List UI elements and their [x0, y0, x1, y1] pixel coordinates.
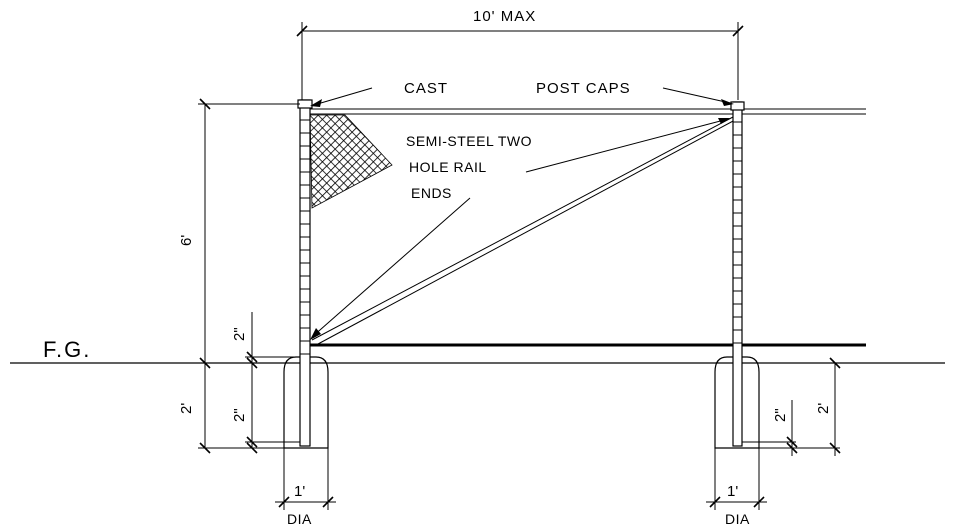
ends-arrowhead [310, 328, 321, 340]
cast-label: CAST [404, 80, 448, 97]
left-depth-dimension [198, 363, 284, 454]
callout-leaders [311, 87, 731, 338]
rail-label-line2: HOLE RAIL [409, 159, 487, 175]
left-dia-dimension [275, 448, 336, 510]
left-2in-dimensions [245, 312, 300, 454]
right-dia-size-label: 1' [727, 483, 738, 500]
left-dia-label: DIA [287, 511, 312, 527]
left-upper-2in-label: 2" [231, 327, 248, 341]
top-dim-label: 10' MAX [473, 8, 536, 25]
right-depth-label: 2' [815, 403, 832, 414]
left-post [297, 99, 313, 447]
top-dimension [296, 22, 744, 100]
truss-rod-1 [311, 116, 734, 341]
rail-label-line1: SEMI-STEEL TWO [406, 133, 532, 149]
chain-link-mesh [309, 114, 393, 209]
right-dia-dimension [706, 448, 767, 510]
truss-rod-2 [317, 119, 736, 345]
rail-label-line3: ENDS [411, 185, 452, 201]
height-dim-label: 6' [178, 235, 195, 246]
finished-grade-label: F.G. [43, 337, 91, 362]
post-caps-label: POST CAPS [536, 80, 631, 97]
height-dimension [198, 98, 300, 369]
right-footing [714, 356, 760, 449]
rail-arrowhead [718, 118, 730, 124]
left-lower-2in-label: 2" [231, 408, 248, 422]
right-post [730, 101, 745, 447]
left-dia-size-label: 1' [294, 483, 305, 500]
right-dimensions [742, 357, 841, 456]
right-dia-label: DIA [725, 511, 750, 527]
right-2in-label: 2" [772, 408, 789, 422]
left-depth-label: 2' [178, 403, 195, 414]
left-footing [283, 356, 329, 449]
cast-arrowhead [310, 99, 322, 107]
post-caps-arrowhead [721, 99, 734, 106]
